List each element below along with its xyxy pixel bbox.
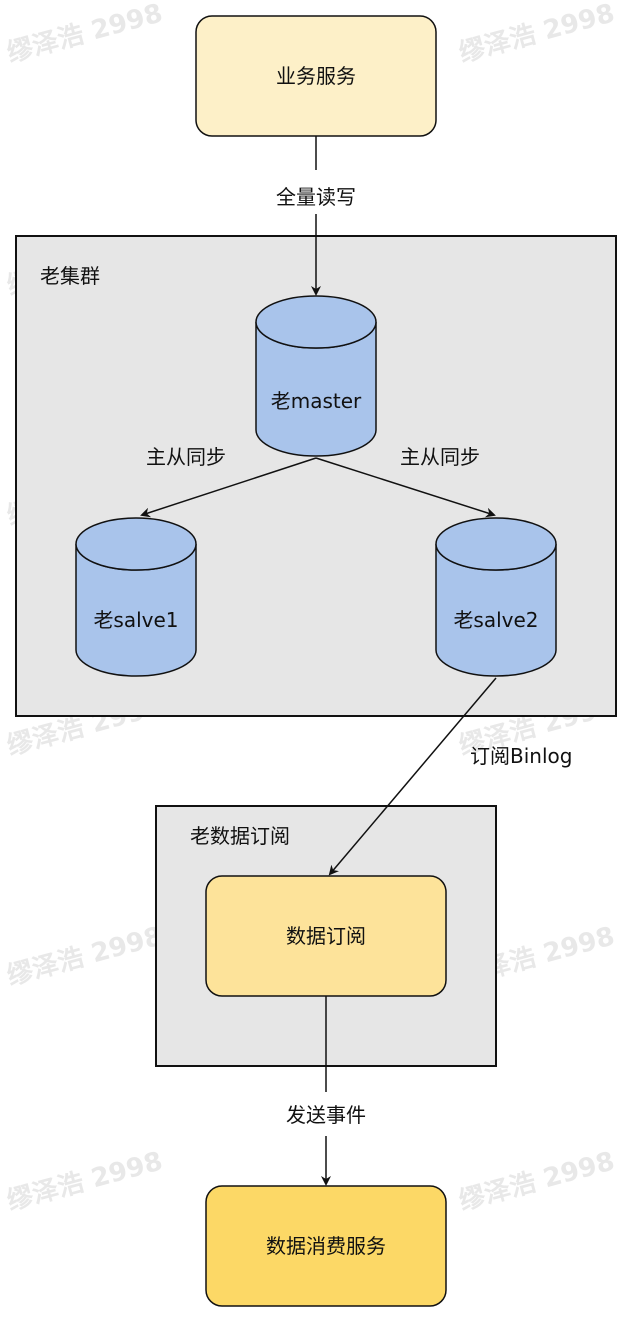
watermark: 缪泽浩 2998 (4, 1146, 166, 1217)
old-master-db-icon: 老master (255, 295, 377, 457)
old-slave2-label: 老salve2 (453, 608, 538, 632)
edge-label-subscribe-binlog: 订阅Binlog (470, 744, 572, 768)
edge-arrow (140, 457, 317, 518)
edge-label-sync-left: 主从同步 (146, 445, 226, 469)
watermark: 缪泽浩 2998 (456, 1146, 618, 1217)
old-slave1-db-icon: 老salve1 (75, 517, 197, 677)
business-service-box (195, 15, 437, 137)
data-consumer-service-label: 数据消费服务 (266, 1234, 386, 1258)
old-cluster-label: 老集群 (40, 264, 100, 288)
data-consumer-service-box (205, 1185, 447, 1307)
edge-label-sync-right: 主从同步 (400, 445, 480, 469)
data-consumer-service-node: 数据消费服务 (205, 1185, 447, 1307)
db-cylinder-top (255, 295, 377, 349)
old-slave1-label: 老salve1 (93, 608, 178, 632)
edge-label-send-event: 发送事件 (286, 1103, 366, 1127)
watermark: 缪泽浩 2998 (4, 0, 166, 69)
old-slave2-db-icon: 老salve2 (435, 517, 557, 677)
data-subscribe-box (205, 875, 447, 997)
business-service-node: 业务服务 (195, 15, 437, 137)
db-cylinder-top (435, 517, 557, 571)
edge-label-full-read-write: 全量读写 (276, 185, 356, 209)
watermark: 缪泽浩 2998 (4, 921, 166, 992)
edge-arrow (328, 677, 497, 876)
db-cylinder-top (75, 517, 197, 571)
old-master-label: 老master (271, 389, 362, 413)
edge-arrow (315, 457, 496, 518)
edges: 全量读写 主从同步 主从同步 订阅Binlog 发送事件 (140, 136, 572, 1186)
business-service-label: 业务服务 (276, 64, 356, 88)
old-data-subscribe-label: 老数据订阅 (190, 824, 290, 848)
data-subscribe-label: 数据订阅 (286, 924, 366, 948)
data-subscribe-node: 数据订阅 (205, 875, 447, 997)
watermark: 缪泽浩 2998 (456, 0, 618, 69)
